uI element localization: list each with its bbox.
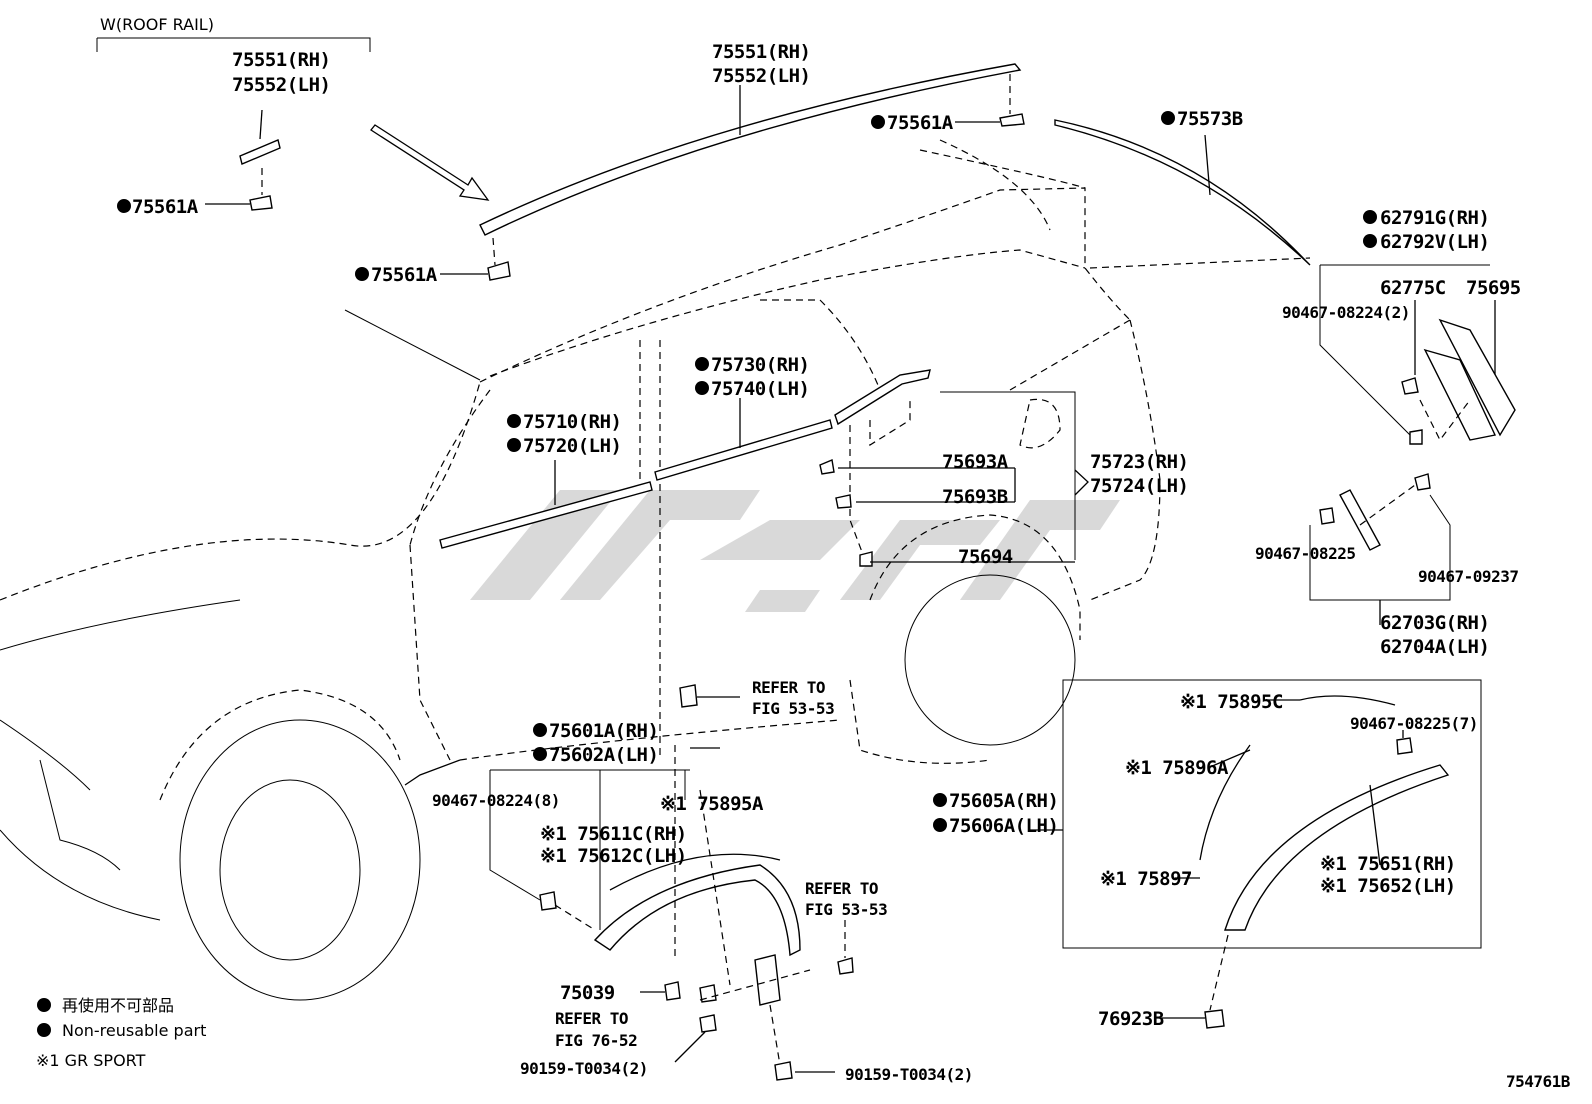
label-quarter-rh: 75723(RH) <box>1090 451 1188 473</box>
label-belt-rear-rh: 75730(RH) <box>711 354 809 376</box>
label-gr-75895a: ※1 75895A <box>660 793 764 815</box>
non-reusable-dot <box>695 357 709 371</box>
label-belt-rear-lh: 75740(LH) <box>711 378 809 400</box>
legend: 再使用不可部品 Non-reusable part ※1 GR SPORT <box>36 996 206 1070</box>
label-front-arch-rh: 75601A(RH) <box>549 720 658 742</box>
label-spoiler-rh: 62791G(RH) <box>1380 207 1489 229</box>
label-part-62775c: 62775C <box>1380 277 1446 299</box>
label-rear-arch-lh: 75606A(LH) <box>949 815 1058 837</box>
label-belt-front-rh: 75710(RH) <box>523 411 621 433</box>
label-clip-75693b: 75693B <box>942 486 1008 508</box>
non-reusable-dot <box>871 115 885 129</box>
label-gr-75651: ※1 75651(RH) <box>1320 853 1456 875</box>
legend-jp: 再使用不可部品 <box>62 996 174 1015</box>
label-part-75694: 75694 <box>958 546 1013 568</box>
label-clip-08225-7: 90467-08225(7) <box>1350 714 1478 733</box>
label-screw-t0034-bottom: 90159-T0034(2) <box>845 1065 973 1084</box>
spoiler-bracket-part <box>1319 264 1516 445</box>
label-refer-2: REFER TO <box>805 879 878 898</box>
leader-lines <box>96 37 1016 786</box>
label-rail-main-lh: 75552(LH) <box>712 65 810 87</box>
non-reusable-dot <box>507 438 521 452</box>
diagram-id: 754761B <box>1506 1072 1571 1091</box>
label-belt-front-lh: 75720(LH) <box>523 435 621 457</box>
label-front-arch-lh: 75602A(LH) <box>549 744 658 766</box>
label-part-75695: 75695 <box>1466 277 1521 299</box>
rear-arch-box <box>1030 679 1482 1029</box>
label-refer-1: REFER TO <box>752 678 825 697</box>
label-rear-arch-rh: 75605A(RH) <box>949 790 1058 812</box>
label-clip-08224-8: 90467-08224(8) <box>432 791 560 810</box>
direction-arrow <box>370 124 490 201</box>
label-refer-2b: FIG 53-53 <box>805 900 887 919</box>
labels: W(ROOF RAIL) 75551(RH) 75552(LH) 75561A … <box>100 15 1571 1091</box>
legend-gr: ※1 GR SPORT <box>36 1051 146 1070</box>
roof-rail-group-label: W(ROOF RAIL) <box>100 15 214 34</box>
non-reusable-dot <box>533 723 547 737</box>
watermark-logo <box>470 490 1120 612</box>
label-clip-76923b: 76923B <box>1098 1008 1164 1030</box>
label-rail-small-rh: 75551(RH) <box>232 49 330 71</box>
quarter-moulding-part <box>819 369 1089 567</box>
label-clip-rear: 75561A <box>887 112 954 134</box>
label-clip-small: 75561A <box>132 196 199 218</box>
label-screw-t0034-left: 90159-T0034(2) <box>520 1059 648 1078</box>
legend-dot <box>37 1023 51 1037</box>
front-arch-part <box>489 684 854 1081</box>
label-gr-75895c: ※1 75895C <box>1180 691 1283 713</box>
label-refer-3b: FIG 76-52 <box>555 1031 637 1050</box>
belt-moulding-front-part <box>439 460 653 549</box>
label-hinge-lh: 62704A(LH) <box>1380 636 1489 658</box>
label-clip-front: 75561A <box>371 264 438 286</box>
legend-dot <box>37 998 51 1012</box>
label-gr-75611c: ※1 75611C(RH) <box>540 823 687 845</box>
non-reusable-dot <box>1363 234 1377 248</box>
label-screw-08224-2: 90467-08224(2) <box>1282 303 1410 322</box>
spoiler-strip-part <box>1054 119 1311 266</box>
non-reusable-dot <box>117 199 131 213</box>
label-clip-09237: 90467-09237 <box>1418 567 1518 586</box>
label-clip-75693a: 75693A <box>942 451 1009 473</box>
label-rail-main-rh: 75551(RH) <box>712 41 810 63</box>
label-refer-3: REFER TO <box>555 1009 628 1028</box>
non-reusable-dot <box>1161 111 1175 125</box>
belt-moulding-rear-part <box>654 398 833 481</box>
label-refer-1b: FIG 53-53 <box>752 699 834 718</box>
non-reusable-dot <box>1363 210 1377 224</box>
non-reusable-dot <box>533 747 547 761</box>
vehicle-outline <box>0 139 1311 1001</box>
label-gr-75612c: ※1 75612C(LH) <box>540 845 687 867</box>
label-spoiler-strip: 75573B <box>1177 108 1243 130</box>
label-gr-75652: ※1 75652(LH) <box>1320 875 1456 897</box>
roof-rail-main-part <box>440 63 1025 281</box>
non-reusable-dot <box>355 267 369 281</box>
label-clip-75039: 75039 <box>560 982 615 1004</box>
non-reusable-dot <box>695 381 709 395</box>
roof-rail-small-part <box>205 109 281 211</box>
label-rail-small-lh: 75552(LH) <box>232 74 330 96</box>
label-gr-75897: ※1 75897 <box>1100 868 1192 890</box>
legend-en: Non-reusable part <box>62 1021 206 1040</box>
label-clip-08225: 90467-08225 <box>1255 544 1355 563</box>
label-quarter-lh: 75724(LH) <box>1090 475 1188 497</box>
label-hinge-rh: 62703G(RH) <box>1380 612 1489 634</box>
label-gr-75896a: ※1 75896A <box>1125 757 1229 779</box>
label-spoiler-lh: 62792V(LH) <box>1380 231 1489 253</box>
non-reusable-dot <box>507 414 521 428</box>
non-reusable-dot <box>933 793 947 807</box>
hinge-bracket-part <box>1309 473 1451 625</box>
non-reusable-dot <box>933 818 947 832</box>
